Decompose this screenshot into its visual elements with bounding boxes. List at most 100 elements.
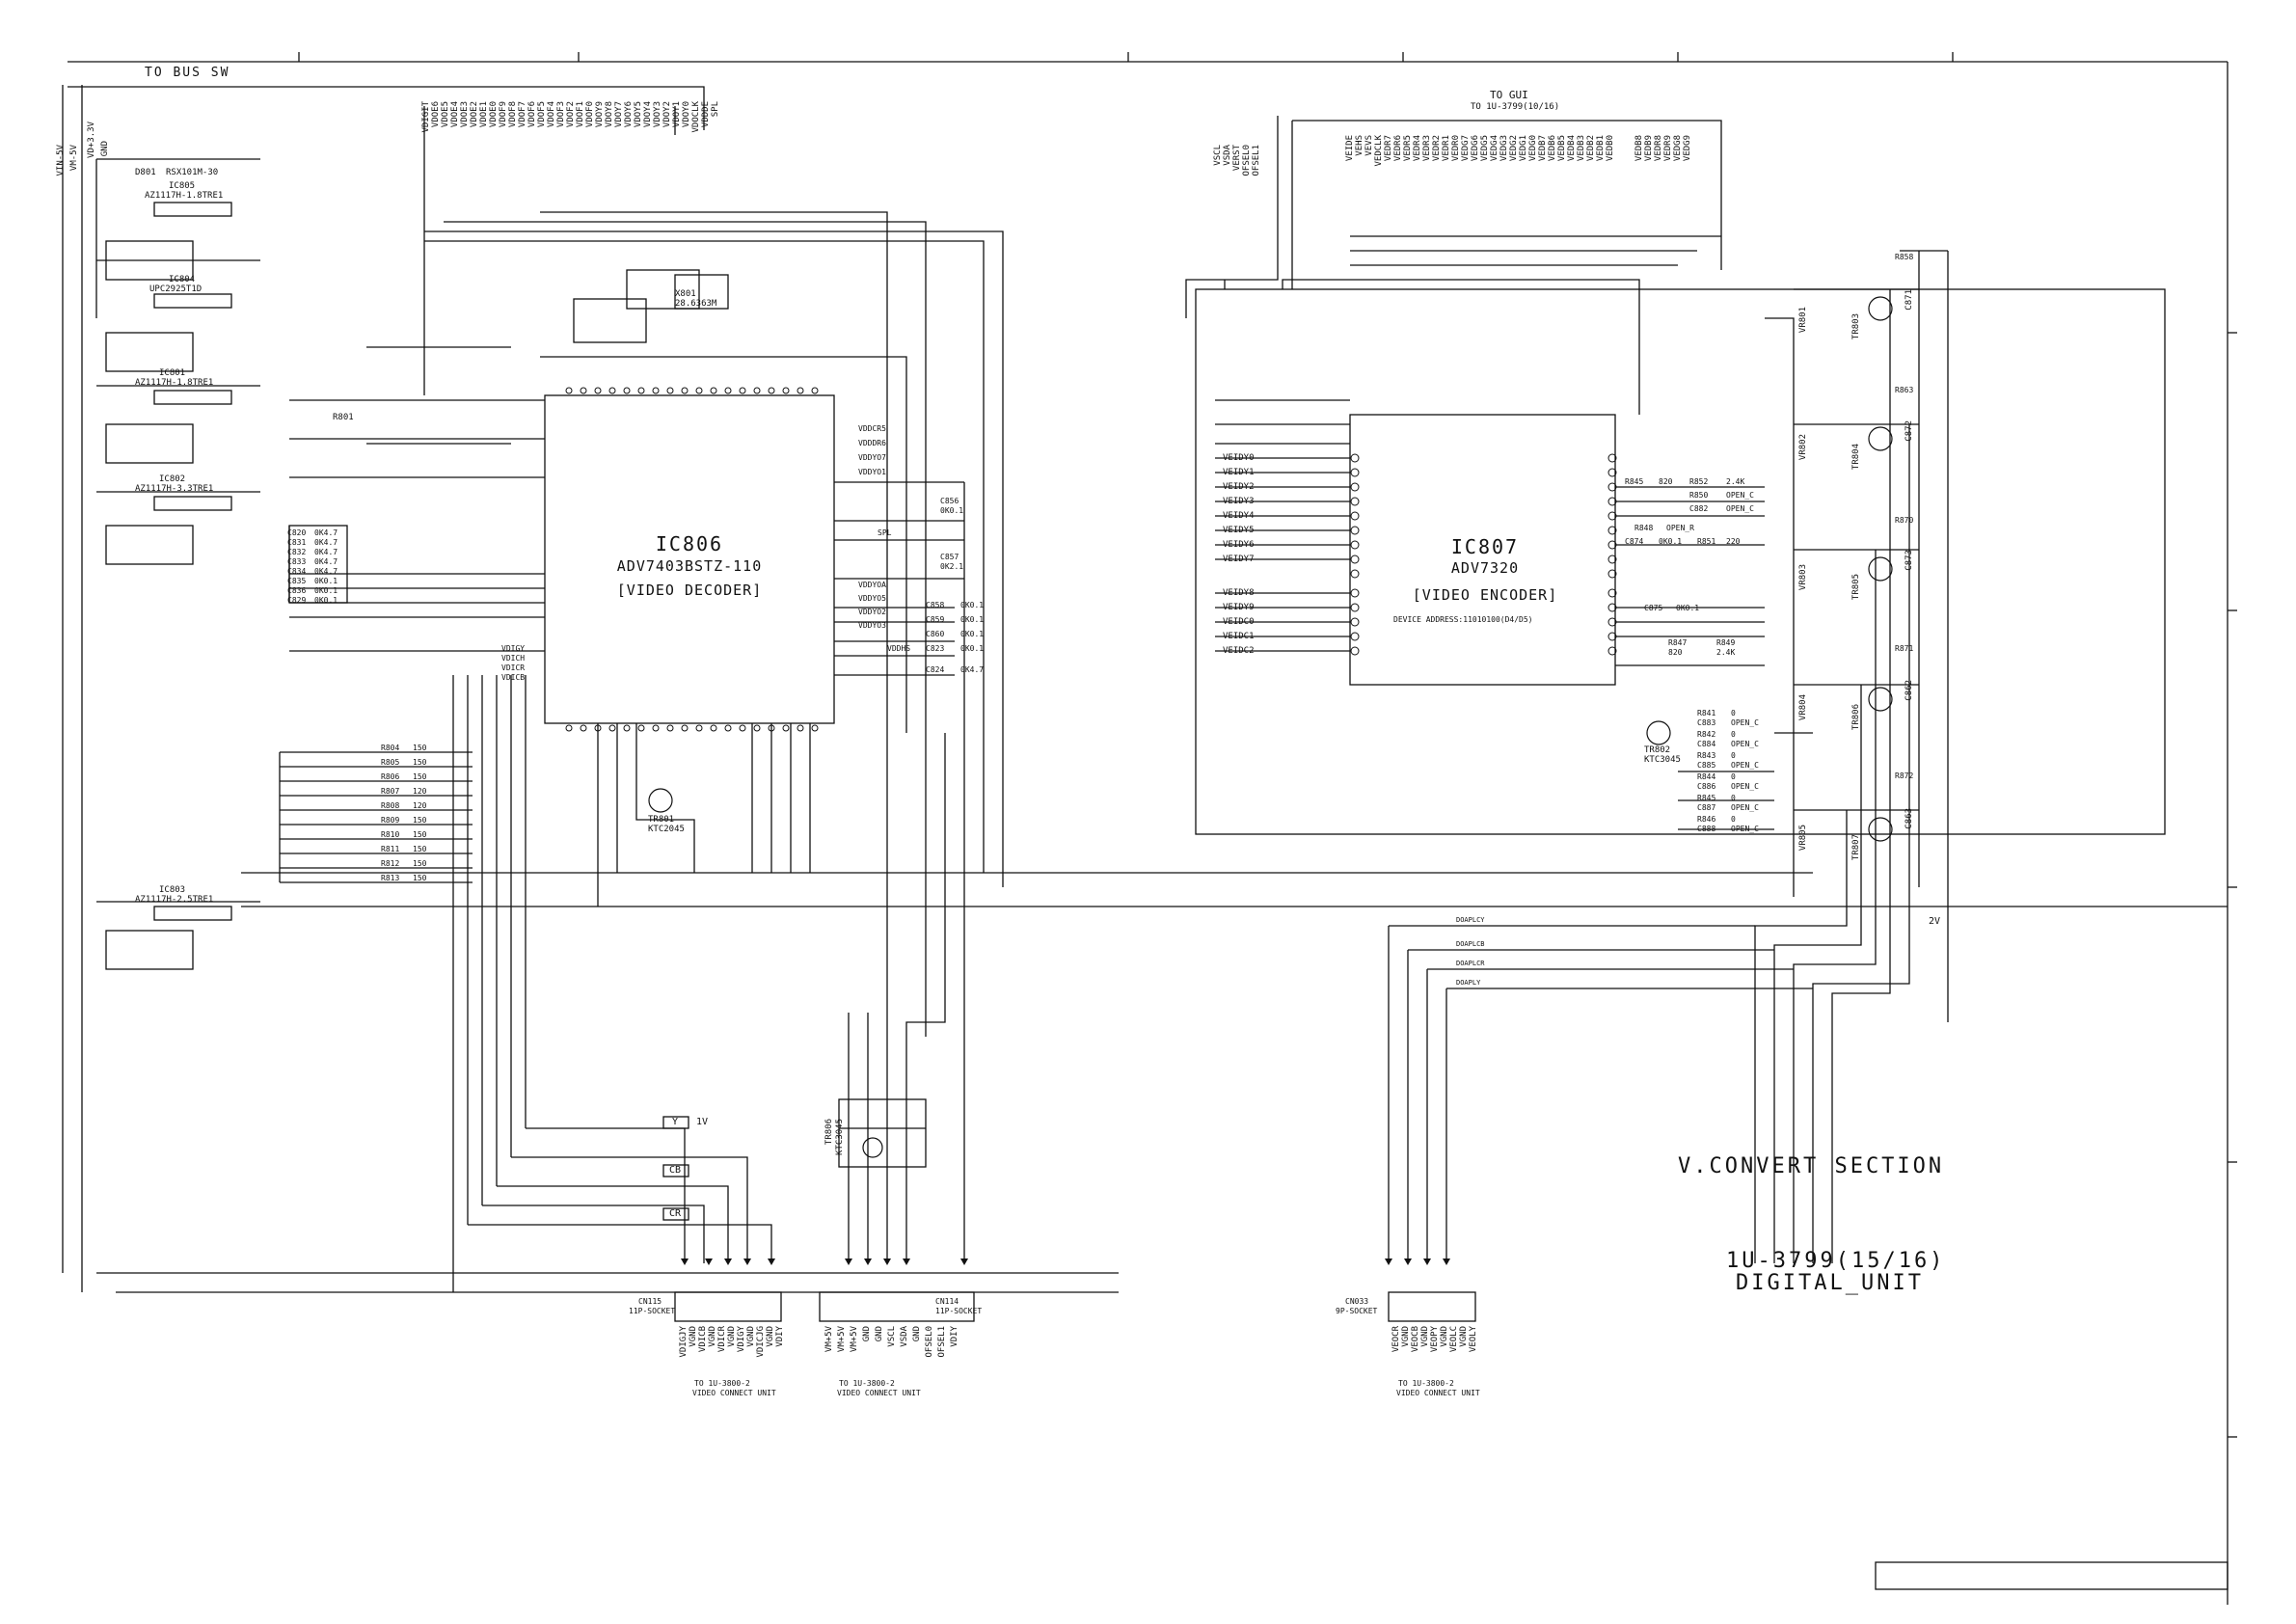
cap-ref: C831 bbox=[287, 538, 307, 547]
board-ref: 1U-3799(15/16) bbox=[1726, 1249, 1946, 1273]
ic807-function: [VIDEO ENCODER] bbox=[1412, 586, 1558, 604]
part-value: 0K0.1 bbox=[1659, 537, 1683, 546]
part-ref: R850 bbox=[1689, 491, 1709, 500]
bus-net-label: VDOE0 bbox=[489, 101, 499, 128]
crystal-frequency: 28.6363M bbox=[675, 299, 717, 309]
connector-pin: VEOCB bbox=[1411, 1326, 1420, 1353]
encoder-y-input: VEIDY4 bbox=[1223, 511, 1255, 521]
connector-pin: VDICJG bbox=[756, 1326, 766, 1358]
filter-value: OPEN_C bbox=[1731, 740, 1759, 748]
bus-net-label: VDOE4 bbox=[450, 101, 460, 128]
encoder-side-net: VSDA bbox=[1223, 145, 1232, 166]
filter-value: OPEN_C bbox=[1731, 825, 1759, 833]
connector-pin: VSDA bbox=[900, 1326, 909, 1347]
bus-net-label: VDIGIT bbox=[421, 101, 431, 133]
connector-pin: VGND bbox=[727, 1326, 737, 1347]
connector-pin: VDIY bbox=[775, 1326, 785, 1347]
decoder-right-net: SPL bbox=[878, 528, 892, 537]
regulator-part: AZ1117H-1.8TRE1 bbox=[135, 378, 214, 388]
cap-value: 0K0.1 bbox=[314, 586, 338, 595]
part-value: 2.4K bbox=[1726, 477, 1745, 486]
gui-net-label: VEDB2 bbox=[1586, 135, 1596, 162]
ic807-ref: IC807 bbox=[1450, 535, 1520, 558]
connector-pin: VM+5V bbox=[824, 1326, 834, 1353]
cap-ref: C833 bbox=[287, 557, 307, 566]
cap-ref: C832 bbox=[287, 548, 307, 556]
connector-pin: OFSEL1 bbox=[937, 1326, 947, 1358]
decoder-right-net: VDDCR5 bbox=[858, 424, 886, 433]
power-label-vin: VIN-5V bbox=[56, 145, 66, 176]
board-name: DIGITAL_UNIT bbox=[1736, 1271, 1924, 1295]
decoder-right-net: VDDDR6 bbox=[858, 439, 886, 447]
cap-value: 0K0.1 bbox=[940, 506, 964, 515]
part-ref: R848 bbox=[1634, 524, 1654, 532]
resistor-ref: R811 bbox=[381, 845, 400, 853]
bus-tag: CR bbox=[669, 1208, 682, 1219]
filter-value: OPEN_C bbox=[1731, 803, 1759, 812]
cap-value: 0K0.1 bbox=[314, 596, 338, 605]
gui-net-label: VEDR7 bbox=[1384, 135, 1393, 162]
transistor-part: KTC3045 bbox=[1644, 755, 1681, 765]
encoder-c-input: VEIDC1 bbox=[1223, 632, 1255, 641]
connector-pin: VGND bbox=[746, 1326, 756, 1347]
bus-net-label: VDOCLK bbox=[691, 101, 701, 133]
filter-ref: C885 bbox=[1697, 761, 1716, 770]
connector-ref: CN033 bbox=[1345, 1297, 1369, 1306]
resistor-ref: R863 bbox=[1895, 386, 1914, 394]
part-value: OPEN_C bbox=[1726, 491, 1754, 500]
resistor-value: 150 bbox=[413, 859, 427, 868]
vr-ref: VR801 bbox=[1798, 307, 1808, 334]
output-net: DOAPLCB bbox=[1456, 940, 1485, 948]
filter-value: 0 bbox=[1731, 709, 1736, 717]
connector-pin: VGND bbox=[1401, 1326, 1411, 1347]
gui-net-label: VEDG7 bbox=[1461, 135, 1471, 162]
resistor-value: 150 bbox=[413, 744, 427, 752]
connector-ref: CN115 bbox=[638, 1297, 662, 1306]
connector-pin: OFSEL0 bbox=[925, 1326, 934, 1358]
vr-ref: VR804 bbox=[1798, 694, 1808, 721]
filter-value: 0 bbox=[1731, 815, 1736, 824]
connector-pin: VM+5V bbox=[837, 1326, 847, 1353]
filter-value: 0 bbox=[1731, 751, 1736, 760]
encoder-y-input: VEIDY3 bbox=[1223, 497, 1255, 506]
decoder-right-net: VDDYO7 bbox=[858, 453, 886, 462]
resistor-ref: R807 bbox=[381, 787, 400, 796]
encoder-c-input: VEIDC2 bbox=[1223, 646, 1255, 656]
resistor-value: 150 bbox=[413, 772, 427, 781]
gui-net-label: VEDB6 bbox=[1548, 135, 1557, 162]
gui-net-label: VEVS bbox=[1364, 135, 1374, 156]
gui-net-label: VEDB9 bbox=[1644, 135, 1654, 162]
encoder-y-input: VEIDY5 bbox=[1223, 526, 1255, 535]
filter-value: 0 bbox=[1731, 772, 1736, 781]
regulator-label: IC803 bbox=[159, 885, 186, 895]
bus-net-label: VDOE6 bbox=[431, 101, 441, 128]
encoder-y-input: VEIDY2 bbox=[1223, 482, 1255, 492]
cap-ref: C834 bbox=[287, 567, 307, 576]
decoder-right-net: VDDYO1 bbox=[858, 468, 886, 476]
resistor-ref: R805 bbox=[381, 758, 400, 767]
encoder-y-input: VEIDY7 bbox=[1223, 555, 1255, 564]
gui-net-label: VEDB4 bbox=[1567, 135, 1577, 162]
cap-ref: C820 bbox=[287, 528, 307, 537]
connector-ref: CN114 bbox=[935, 1297, 959, 1306]
connector-pin: VGND bbox=[766, 1326, 775, 1347]
resistor-value: 150 bbox=[413, 874, 427, 882]
gui-net-label: VEDR6 bbox=[1393, 135, 1403, 162]
resistor-ref: R872 bbox=[1895, 771, 1914, 780]
cap-ref: C835 bbox=[287, 577, 307, 585]
diode-part: RSX101M-30 bbox=[166, 168, 219, 177]
resistor-ref: R870 bbox=[1895, 516, 1914, 525]
encoder-y-input: VEIDY0 bbox=[1223, 453, 1255, 463]
filter-ref: R841 bbox=[1697, 709, 1716, 717]
regulator-label: IC802 bbox=[159, 474, 186, 484]
output-net: DOAPLY bbox=[1456, 979, 1481, 987]
resistor-value: 150 bbox=[413, 845, 427, 853]
transistor-ref: TR805 bbox=[1851, 574, 1861, 601]
filter-value: OPEN_C bbox=[1731, 782, 1759, 791]
cap-value: 0K4.7 bbox=[314, 567, 338, 576]
regulator-label: IC801 bbox=[159, 368, 186, 378]
cap-ref: C858 bbox=[926, 601, 945, 609]
connector-type: 11P-SOCKET bbox=[629, 1307, 676, 1315]
bus-net-label: VDOY9 bbox=[595, 101, 605, 128]
connector-pin: VGND bbox=[1420, 1326, 1430, 1347]
